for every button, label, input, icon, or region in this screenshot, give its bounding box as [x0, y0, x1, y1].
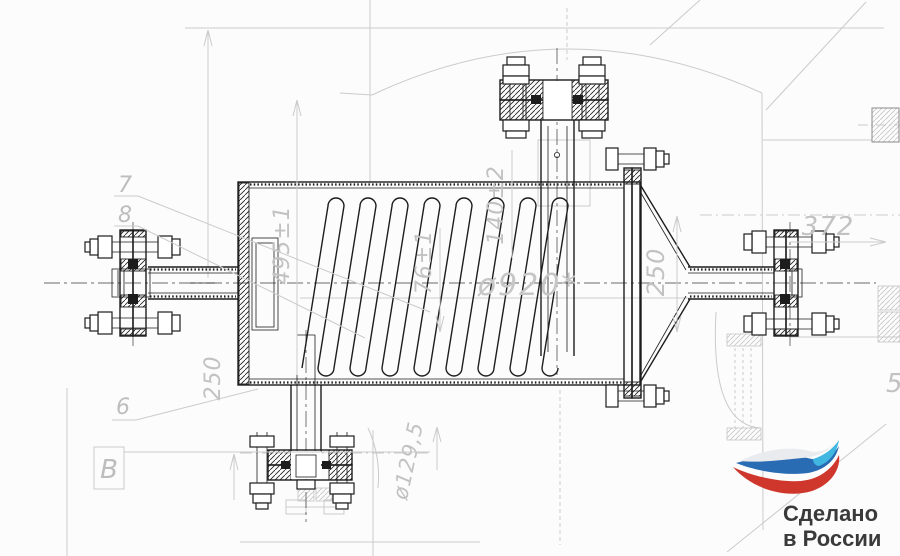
dim-140: 140±2: [484, 165, 509, 244]
bolt: [743, 312, 840, 336]
dim-5-partial: 5: [886, 369, 900, 399]
bolt: [502, 56, 530, 139]
bolt: [605, 147, 670, 171]
top-nozzle: [499, 56, 609, 356]
dim-920: ø920*: [477, 268, 579, 303]
label-item-7: 7: [118, 173, 132, 198]
dim-250-left: 250: [201, 356, 226, 401]
dim-495: 495±1: [270, 205, 295, 284]
gasket: [531, 95, 541, 104]
vessel-shell: [237, 181, 641, 386]
gasket: [573, 95, 583, 104]
bolt: [578, 56, 606, 139]
logo-bird-white: [740, 441, 837, 462]
vent-hole: [554, 151, 561, 158]
label-item-6: 6: [116, 395, 130, 420]
dim-129: ø129,5: [388, 419, 428, 502]
bolt: [329, 432, 355, 510]
heating-coil: [301, 197, 569, 377]
left-flange: [84, 229, 238, 337]
logo-text-line2: в России: [783, 526, 881, 551]
dim-250-cone: 250: [642, 248, 670, 297]
logo-bird-beak: [813, 440, 839, 466]
label-item-8: 8: [118, 203, 132, 228]
view-marker-letter: В: [100, 455, 118, 485]
bolt: [249, 432, 275, 510]
bottom-nozzle: [249, 334, 355, 510]
logo-bird-blue: [736, 446, 839, 474]
bolt: [84, 311, 181, 335]
cone-head: [605, 147, 774, 408]
inner-baffle: [251, 237, 279, 331]
bolt: [84, 235, 181, 259]
view-marker-box: [93, 446, 125, 490]
bolt: [605, 384, 670, 408]
right-flange: [743, 229, 840, 337]
dim-76: 76±1: [412, 230, 437, 294]
logo-bird-red: [733, 455, 840, 494]
made-in-russia-logo: Сделано в России: [733, 440, 881, 551]
dim-372: 372: [802, 212, 855, 242]
logo-text-line1: Сделано: [783, 501, 878, 526]
